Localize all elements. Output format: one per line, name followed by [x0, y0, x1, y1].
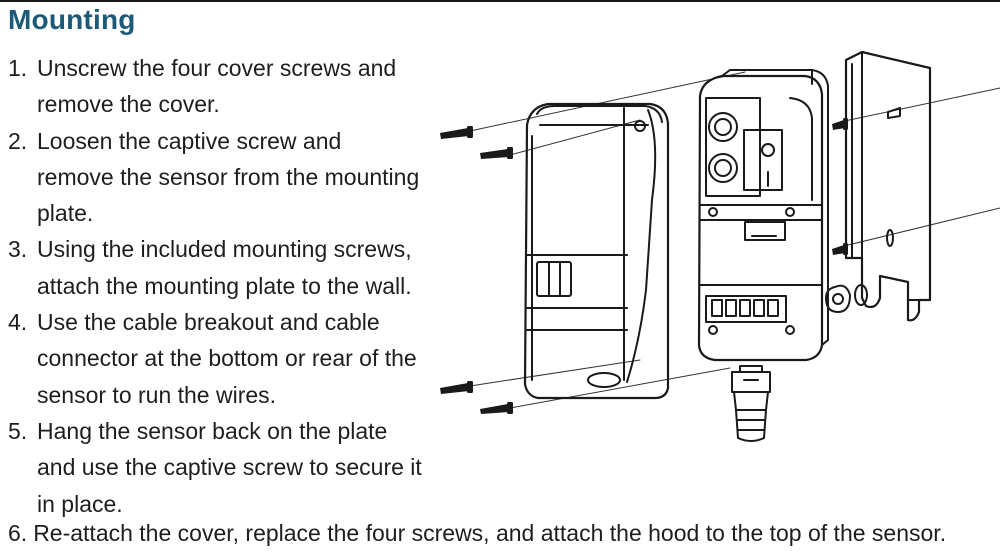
step-text: Re-attach the cover, replace the four sc…: [33, 520, 947, 546]
instruction-step-6: 6.Re-attach the cover, replace the four …: [8, 515, 946, 551]
instruction-step-1: 1. Unscrew the four cover screws and rem…: [8, 50, 423, 123]
cover-screw-icon: [480, 147, 513, 159]
cable-connector: [731, 365, 771, 442]
step-number: 3.: [8, 236, 28, 263]
cover-screw-icon: [440, 381, 473, 394]
step-number: 6.: [8, 520, 28, 546]
instruction-step-3: 3. Using the included mounting screws, a…: [8, 231, 423, 304]
step-text: Hang the sensor back on the plate and us…: [37, 417, 422, 517]
sensor-body: [697, 69, 829, 362]
top-rule: [0, 0, 1000, 2]
instruction-step-2: 2. Loosen the captive screw and remove t…: [8, 123, 423, 232]
cover-screw-icon: [440, 126, 473, 139]
step-number: 5.: [8, 417, 28, 444]
instruction-list: 1. Unscrew the four cover screws and rem…: [8, 50, 423, 522]
exploded-assembly-diagram: [440, 50, 1000, 442]
step-text: Use the cable breakout and cable connect…: [37, 309, 417, 408]
mounting-screw-icon: [832, 243, 848, 255]
sensor-cover: [523, 102, 670, 400]
step-text: Loosen the captive screw and remove the …: [37, 127, 420, 227]
step-text: Unscrew the four cover screws and remove…: [37, 55, 397, 118]
alignment-guide-lines: [469, 71, 1000, 409]
step-number: 1.: [8, 55, 28, 81]
cover-screw-icon: [480, 402, 513, 414]
step-text: Using the included mounting screws, atta…: [37, 236, 412, 299]
instruction-step-4: 4. Use the cable breakout and cable conn…: [8, 304, 423, 413]
step-number: 4.: [8, 309, 28, 336]
mounting-plate: [825, 50, 932, 322]
step-number: 2.: [8, 127, 28, 154]
instruction-step-5: 5. Hang the sensor back on the plate and…: [8, 413, 423, 522]
mounting-screw-icon: [832, 118, 848, 130]
section-heading: Mounting: [8, 4, 136, 35]
